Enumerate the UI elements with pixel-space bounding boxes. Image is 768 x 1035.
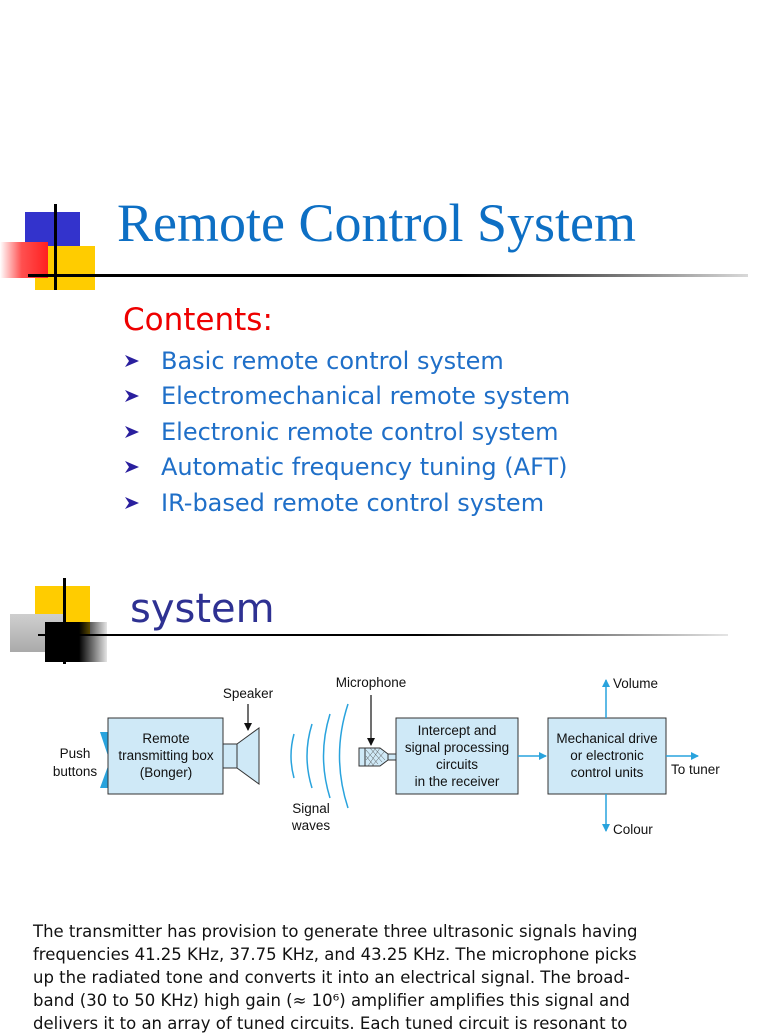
push-buttons-label-line2: buttons: [53, 764, 98, 779]
title-underline: [28, 274, 748, 277]
box1-line2: transmitting box: [118, 748, 214, 763]
control-units-box: [547, 717, 667, 795]
paragraph-line: band (30 to 50 KHz) high gain (≈ 10⁶) am…: [33, 991, 631, 1010]
speaker-label: Speaker: [223, 686, 274, 701]
box2-line4: in the receiver: [415, 774, 500, 789]
title-decoration-black-square: [45, 622, 107, 662]
to-tuner-label: To tuner: [671, 762, 720, 777]
title-decoration-red-square: [0, 242, 48, 278]
contents-heading: Contents:: [123, 302, 273, 338]
signal-label-line1: Signal: [292, 801, 330, 816]
arrowhead-bullet-icon: [125, 354, 139, 367]
box3-line1: Mechanical drive: [556, 731, 657, 746]
volume-label: Volume: [613, 676, 658, 691]
slide-title: system: [130, 586, 275, 632]
paragraph-line: frequencies 41.25 KHz, 37.75 KHz, and 43…: [33, 945, 637, 964]
speaker-icon: [222, 727, 260, 785]
signal-label-line2: waves: [291, 818, 331, 833]
list-item: IR-based remote control system: [124, 485, 570, 521]
microphone-label: Microphone: [336, 675, 407, 690]
list-item: Basic remote control system: [124, 343, 570, 379]
box2-line3: circuits: [436, 757, 478, 772]
list-item-label: Automatic frequency tuning (AFT): [161, 453, 568, 482]
list-item: Electronic remote control system: [124, 414, 570, 450]
list-item-label: Basic remote control system: [161, 346, 504, 375]
paragraph-line: The transmitter has provision to generat…: [33, 922, 638, 941]
arrowhead-bullet-icon: [125, 496, 139, 509]
signal-waves-icon: [290, 703, 349, 809]
box1-line3: (Bonger): [140, 765, 193, 780]
arrowhead-bullet-icon: [125, 390, 139, 403]
list-item-label: IR-based remote control system: [161, 488, 545, 517]
arrowhead-bullet-icon: [125, 425, 139, 438]
title-decoration-vertical-line: [54, 204, 57, 290]
contents-list: Basic remote control system Electromecha…: [124, 343, 570, 521]
list-item: Automatic frequency tuning (AFT): [124, 450, 570, 486]
box1-line1: Remote: [142, 731, 189, 746]
paragraph-line: up the radiated tone and converts it int…: [33, 968, 630, 987]
arrowhead-bullet-icon: [125, 461, 139, 474]
push-buttons-label-line1: Push: [60, 746, 91, 761]
remote-transmitting-box: [107, 717, 224, 795]
list-item-label: Electronic remote control system: [161, 417, 559, 446]
title-underline: [38, 634, 728, 636]
description-paragraph: The transmitter has provision to generat…: [33, 920, 738, 1035]
box2-line2: signal processing: [405, 740, 509, 755]
microphone-icon: [358, 747, 397, 767]
list-item: Electromechanical remote system: [124, 379, 570, 415]
colour-label: Colour: [613, 822, 653, 837]
block-diagram: Push buttons Remote transmitting box (Bo…: [53, 675, 720, 837]
box2-line1: Intercept and: [418, 723, 497, 738]
push-button-triangle-bottom: [100, 766, 108, 788]
box3-line2: or electronic: [570, 748, 644, 763]
push-button-triangle-top: [100, 732, 108, 756]
title-decoration-vertical-line: [63, 578, 66, 664]
box3-line3: control units: [571, 765, 644, 780]
list-item-label: Electromechanical remote system: [161, 382, 571, 411]
slide-title: Remote Control System: [117, 193, 636, 253]
